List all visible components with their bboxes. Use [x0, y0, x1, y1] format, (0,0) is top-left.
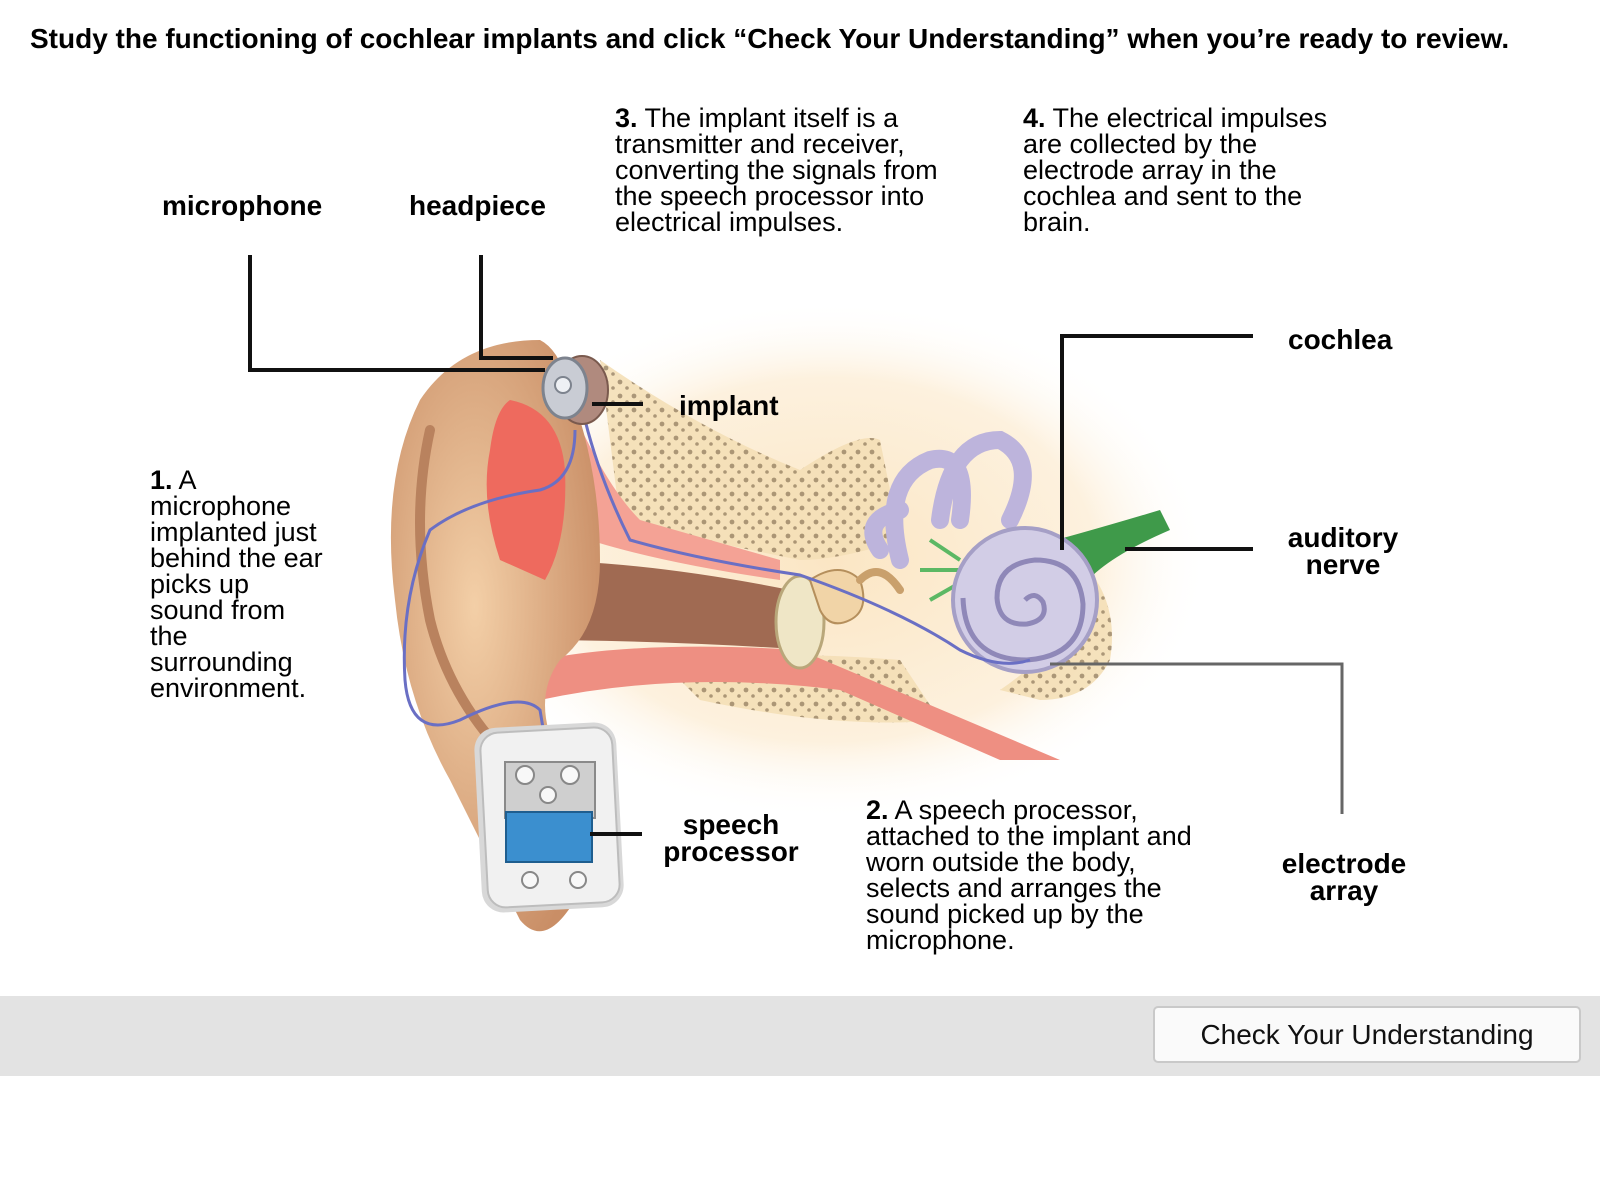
- temporal-bone-upper: [600, 360, 900, 560]
- label-electrode-array-line1: electrode: [1281, 848, 1407, 879]
- label-auditory-nerve-line1: auditory: [1287, 522, 1399, 553]
- label-speech-processor-line2: processor: [663, 836, 799, 867]
- speech-processor-device: [474, 722, 624, 913]
- caption-step-2-line-1: attached to the implant and: [866, 821, 1192, 851]
- cochlea-body: [951, 526, 1099, 674]
- caption-step-3-line-1: transmitter and receiver,: [615, 129, 905, 159]
- caption-step-3: 3. The implant itself is a transmitter a…: [615, 103, 995, 237]
- caption-step-2-line-4: sound picked up by the: [866, 899, 1144, 929]
- caption-step-4-line-1: are collected by the: [1023, 129, 1258, 159]
- leader-lines: [248, 255, 1253, 836]
- caption-step-4-line-3: cochlea and sent to the: [1023, 181, 1303, 211]
- check-your-understanding-button[interactable]: Check Your Understanding: [1153, 1006, 1581, 1063]
- caption-step-1-line-1: microphone: [150, 491, 292, 521]
- label-headpiece: headpiece: [409, 190, 546, 221]
- label-speech-processor-line1: speech: [682, 809, 780, 840]
- caption-step-2-line-2: worn outside the body,: [866, 847, 1136, 877]
- caption-step-1-line-7: surrounding: [150, 647, 293, 677]
- caption-step-1-line-3: behind the ear: [150, 543, 323, 573]
- caption-step-1-line-6: the: [150, 621, 188, 651]
- processor-wire: [402, 429, 577, 741]
- caption-step-4-number: 4.: [1023, 103, 1046, 133]
- label-electrode-array-line2: array: [1309, 875, 1379, 906]
- ear-canal-lower-lining: [540, 646, 1060, 760]
- caption-step-2-line-3: selects and arranges the: [866, 873, 1162, 903]
- ear-concha: [486, 400, 566, 580]
- ear-canal-lining: [560, 380, 780, 580]
- caption-step-1-line-8: environment.: [150, 673, 307, 703]
- caption-step-1: 1. A microphone implanted just behind th…: [150, 465, 360, 703]
- ossicles-stapes: [856, 568, 904, 594]
- caption-step-3-line-0: The implant itself is a: [644, 103, 899, 133]
- electrode-wire: [583, 419, 1031, 665]
- caption-step-1-line-2: implanted just: [150, 517, 317, 547]
- caption-step-1-number: 1.: [150, 465, 173, 495]
- caption-step-1-line-0: A: [178, 465, 197, 495]
- cochlea-leader-line: [1060, 334, 1253, 550]
- ear-helix-fold: [415, 425, 515, 765]
- caption-step-1-line: 1. A: [150, 465, 360, 495]
- caption-step-1-line-4: picks up: [150, 569, 250, 599]
- caption-step-1-line-5: sound from: [150, 595, 286, 625]
- label-cochlea: cochlea: [1288, 324, 1393, 355]
- caption-step-2-line: 2. A speech processor,: [866, 795, 1256, 825]
- caption-step-2-number: 2.: [866, 795, 889, 825]
- caption-step-4-line-2: electrode array in the: [1023, 155, 1277, 185]
- label-auditory-nerve: auditory nerve: [1273, 522, 1413, 580]
- caption-step-2: 2. A speech processor, attached to the i…: [866, 795, 1256, 955]
- label-microphone: microphone: [162, 190, 323, 221]
- caption-step-4-line-0: The electrical impulses: [1052, 103, 1328, 133]
- electrode-array-leader-line: [1050, 662, 1344, 814]
- caption-step-3-line-2: converting the signals from: [615, 155, 938, 185]
- caption-step-2-line-5: microphone.: [866, 925, 1015, 955]
- caption-step-3-line-3: the speech processor into: [615, 181, 925, 211]
- label-auditory-nerve-line2: nerve: [1305, 549, 1381, 580]
- microphone-leader-line: [248, 255, 545, 372]
- caption-step-4-line-4: brain.: [1023, 207, 1091, 237]
- caption-step-4-line: 4. The electrical impulses: [1023, 103, 1393, 133]
- label-speech-processor: speech processor: [656, 809, 806, 867]
- caption-step-3-line-4: electrical impulses.: [615, 207, 844, 237]
- instructions-text: Study the functioning of cochlear implan…: [30, 23, 1510, 54]
- headpiece-leader-line: [479, 255, 553, 360]
- caption-step-3-number: 3.: [615, 103, 638, 133]
- caption-step-4: 4. The electrical impulses are collected…: [1023, 103, 1393, 237]
- label-implant: implant: [679, 390, 779, 421]
- caption-step-2-line-0: A speech processor,: [894, 795, 1138, 825]
- label-electrode-array: electrode array: [1269, 848, 1419, 906]
- semicircular-canals: [864, 430, 1032, 569]
- headpiece-magnet: [554, 376, 572, 394]
- caption-step-3-line: 3. The implant itself is a: [615, 103, 995, 133]
